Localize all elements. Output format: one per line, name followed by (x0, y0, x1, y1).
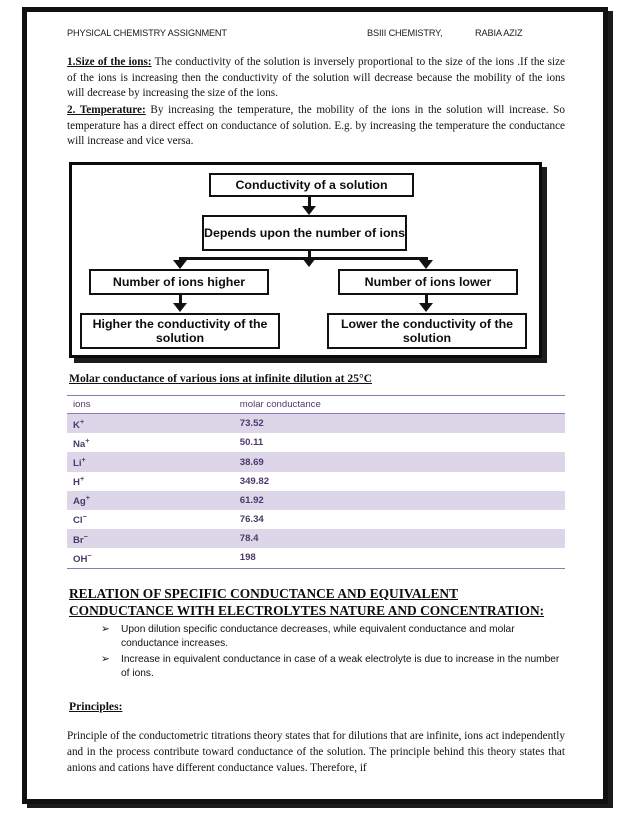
paragraph-temperature: 2. Temperature: By increasing the temper… (67, 103, 565, 150)
table-header-row: ions molar conductance (67, 395, 565, 415)
section-heading: RELATION OF SPECIFIC CONDUCTANCE AND EQU… (69, 585, 565, 619)
cell-ion: Li+ (73, 454, 86, 470)
section-bullet-list: ➢ Upon dilution specific conductance decr… (67, 623, 565, 682)
cell-molar-conductance: 78.4 (239, 533, 259, 545)
table-row: Br− 78.4 (67, 529, 565, 549)
flow-node-conductivity: Conductivity of a solution (209, 173, 414, 198)
flow-branch-left-arrow-icon (173, 260, 187, 270)
cell-ion: Na+ (73, 435, 90, 450)
table-title: Molar conductance of various ions at inf… (69, 372, 372, 386)
flow-connector-4-arrow-icon (419, 303, 433, 313)
table-row: OH−198 (67, 548, 565, 569)
flow-node-ions-higher: Number of ions higher (89, 269, 269, 296)
header-course-title: PHYSICAL CHEMISTRY ASSIGNMENT (67, 28, 227, 38)
cell-molar-conductance: 76.34 (239, 514, 264, 526)
ion-charge: − (82, 512, 87, 522)
document-header: PHYSICAL CHEMISTRY ASSIGNMENT BSIII CHEM… (67, 28, 565, 38)
table-row: K+ 73.52 (67, 413, 565, 434)
ion-charge: + (85, 493, 90, 503)
table-head: ions molar conductance (67, 395, 565, 415)
flow-branch-right-arrow-icon (419, 260, 433, 270)
conductivity-flowchart: Conductivity of a solution Depends upon … (69, 162, 547, 364)
principles-title: Principles: (69, 699, 123, 713)
flow-node-higher-conductivity: Higher the conductivity of the solution (80, 313, 280, 350)
header-class: BSIII CHEMISTRY, (367, 28, 443, 38)
flow-connector-2-line (308, 251, 311, 261)
cell-ion: H+ (73, 474, 85, 489)
page-canvas: PHYSICAL CHEMISTRY ASSIGNMENT BSIII CHEM… (27, 12, 603, 799)
cell-ion: Br− (73, 531, 88, 546)
paragraph-size-of-ions-text: The conductivity of the solution is inve… (67, 56, 565, 100)
flow-connector-1-line (308, 197, 311, 209)
ion-charge: + (79, 474, 85, 484)
section-heading-line2: CONDUCTANCE WITH ELECTROLYTES NATURE AND… (69, 602, 545, 618)
flowchart-frame: Conductivity of a solution Depends upon … (69, 162, 542, 359)
arrow-bullet-icon: ➢ (101, 622, 110, 635)
paragraph-size-of-ions: 1.Size of the ions: The conductivity of … (67, 55, 565, 102)
flow-connector-2-arrow-icon (302, 258, 316, 268)
flow-branch-left-line (179, 257, 182, 263)
flow-node-depends: Depends upon the number of ions (202, 215, 407, 252)
cell-ion: K+ (73, 416, 85, 431)
list-item-text: Increase in equivalent conductance in ca… (121, 653, 560, 680)
cell-molar-conductance: 73.52 (239, 418, 264, 430)
page-frame: PHYSICAL CHEMISTRY ASSIGNMENT BSIII CHEM… (22, 7, 608, 804)
paragraph-temperature-lead: 2. Temperature: (67, 104, 146, 117)
flow-connector-4-line (425, 295, 428, 306)
cell-ion: Cl− (73, 512, 87, 527)
ion-charge: − (83, 531, 88, 541)
header-author: RABIA AZIZ (475, 28, 523, 38)
ion-charge: + (79, 416, 85, 426)
flow-split-bar (179, 257, 428, 261)
flow-connector-3-arrow-icon (173, 303, 187, 313)
paragraph-size-of-ions-lead: 1.Size of the ions: (67, 56, 152, 68)
flow-connector-1-arrow-icon (302, 206, 316, 216)
flow-node-ions-lower: Number of ions lower (338, 269, 518, 296)
table-row: Ag+ 61.92 (67, 490, 565, 510)
list-item-text: Upon dilution specific conductance decre… (121, 623, 515, 650)
column-header-molar-conductance: molar conductance (121, 395, 565, 415)
ion-charge: + (81, 454, 86, 464)
table-row: Na+ 50.11 (67, 433, 565, 452)
table-row: Li+ 38.69 (67, 452, 565, 472)
flow-node-lower-conductivity: Lower the conductivity of the solution (327, 313, 527, 350)
ion-charge: + (85, 435, 90, 445)
flow-branch-right-line (425, 257, 428, 263)
ion-charge: − (87, 550, 92, 560)
column-header-ions: ions (67, 395, 122, 415)
list-item: ➢ Increase in equivalent conductance in c… (101, 653, 565, 682)
arrow-bullet-icon: ➢ (101, 652, 110, 665)
section-heading-line1: RELATION OF SPECIFIC CONDUCTANCE AND EQU… (69, 585, 458, 601)
intro-paragraphs: 1.Size of the ions: The conductivity of … (67, 55, 565, 150)
cell-ion: OH− (67, 548, 122, 569)
cell-molar-conductance: 198 (121, 548, 565, 569)
cell-ion: Ag+ (73, 493, 90, 508)
paragraph-temperature-text: By increasing the temperature, the mobil… (67, 104, 565, 148)
principles-paragraph: Principle of the conductometric titratio… (67, 729, 565, 774)
cell-molar-conductance: 349.82 (239, 475, 270, 487)
table-row: Cl− 76.34 (67, 510, 565, 529)
flow-connector-3-line (179, 295, 182, 306)
cell-molar-conductance: 38.69 (239, 456, 264, 468)
cell-molar-conductance: 61.92 (239, 494, 264, 506)
document-content: PHYSICAL CHEMISTRY ASSIGNMENT BSIII CHEM… (67, 28, 565, 777)
cell-molar-conductance: 50.11 (239, 437, 264, 449)
table-row: H+ 349.82 (67, 472, 565, 491)
list-item: ➢ Upon dilution specific conductance decr… (101, 623, 565, 652)
